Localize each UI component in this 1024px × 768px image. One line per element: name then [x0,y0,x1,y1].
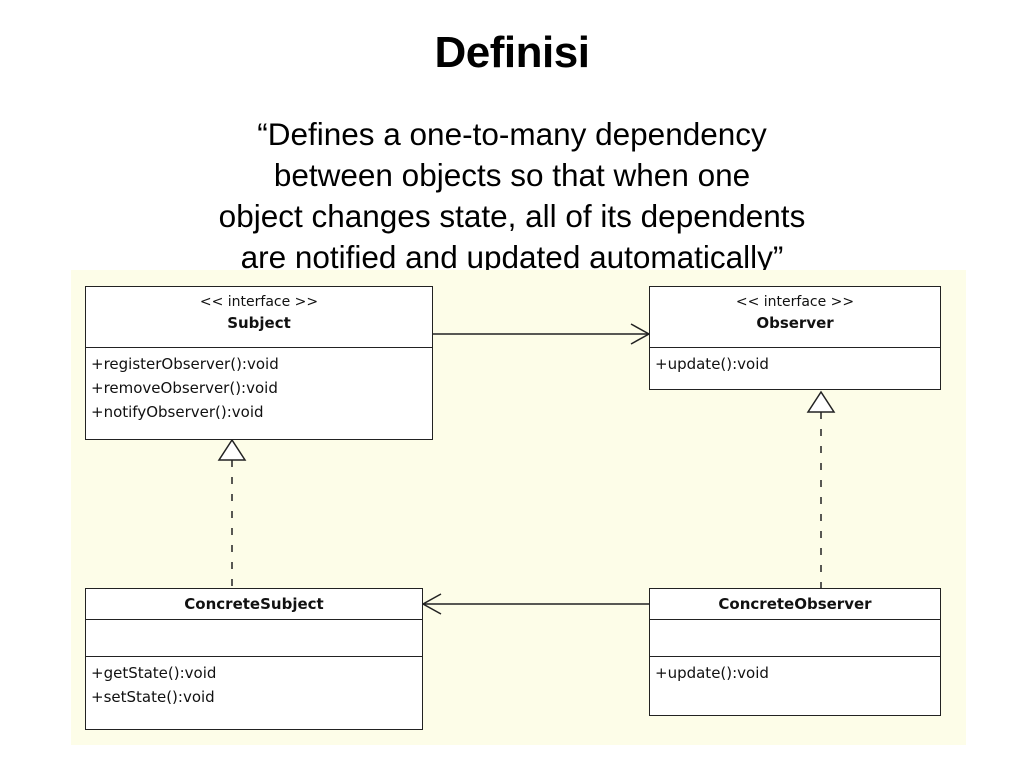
class-header: << interface >> Observer [650,287,940,348]
class-concreteobserver: ConcreteObserver +update():void [649,588,941,716]
class-name: Subject [227,314,291,332]
relationship-lines [217,323,836,615]
operation: +getState():void [91,664,217,682]
uml-class-diagram: << interface >> Subject +registerObserve… [71,270,966,745]
operation: +registerObserver():void [91,355,279,373]
class-name: Observer [756,314,834,332]
operation: +removeObserver():void [91,379,278,397]
operation: +update():void [655,355,769,373]
stereotype-label: << interface >> [735,294,855,310]
quote-line: are notified and updated automatically” [240,239,784,275]
class-subject: << interface >> Subject +registerObserve… [85,286,433,440]
hollow-triangle-arrowhead [217,438,247,461]
operations-section: +update():void [650,657,940,685]
operations-section: +registerObserver():void +removeObserver… [86,348,432,424]
class-header: ConcreteSubject [86,589,422,620]
stereotype-label: << interface >> [199,294,319,310]
class-concretesubject: ConcreteSubject +getState():void +setSta… [85,588,423,730]
operations-section: +update():void [650,348,940,376]
page-title: Definisi [434,28,590,77]
operation: +setState():void [91,688,215,706]
operations-section: +getState():void +setState():void [86,657,422,709]
quote-line: between objects so that when one [273,157,751,193]
operation: +update():void [655,664,769,682]
hollow-triangle-arrowhead [806,390,836,413]
attributes-section [86,620,422,657]
quote-line: “Defines a one-to-many dependency [257,116,767,152]
class-name: ConcreteObserver [718,595,872,613]
class-header: << interface >> Subject [86,287,432,348]
quote-line: object changes state, all of its depende… [218,198,806,234]
attributes-section [650,620,940,657]
class-header: ConcreteObserver [650,589,940,620]
class-name: ConcreteSubject [184,595,324,613]
open-arrowhead [421,593,442,615]
operation: +notifyObserver():void [91,403,264,421]
class-observer: << interface >> Observer +update():void [649,286,941,390]
definition-quote: “Defines a one-to-many dependency betwee… [0,114,1024,278]
